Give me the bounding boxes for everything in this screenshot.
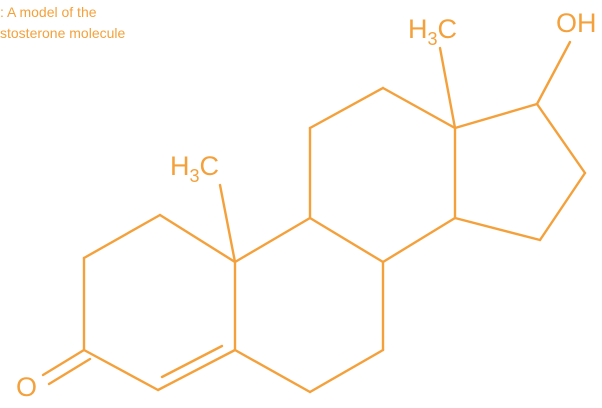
bond-c3: [381, 86, 457, 130]
bond-b5: [233, 348, 312, 394]
caption-line-1: : A model of the: [0, 4, 97, 20]
bond-c2: [308, 86, 385, 130]
bonds: [41, 40, 587, 394]
bond-d3: [538, 171, 587, 242]
bond-methyl-mid: [218, 183, 237, 264]
methyl-label-top: H3C: [408, 14, 457, 49]
bond-d4: [453, 216, 542, 242]
bond-a5: [82, 348, 160, 392]
bond-ketone-2: [47, 357, 92, 386]
bond-d1: [453, 102, 539, 130]
atom-labels: H3C OH H3C O: [16, 8, 597, 402]
bond-a4-double: [160, 344, 224, 379]
bond-b1: [233, 216, 312, 264]
bond-a2: [158, 213, 237, 264]
bond-b4: [308, 348, 385, 394]
bond-a1: [82, 213, 162, 260]
figure-caption: : A model of the stosterone molecule: [0, 2, 250, 44]
bond-a4: [156, 348, 237, 392]
caption-line-2: stosterone molecule: [0, 25, 126, 41]
bond-c5: [381, 216, 457, 264]
methyl-label-mid: H3C: [170, 151, 219, 186]
ketone-oxygen-label: O: [16, 372, 37, 402]
hydroxyl-label: OH: [556, 8, 597, 38]
bond-methyl-top: [438, 46, 457, 130]
bond-d2: [535, 102, 587, 175]
bond-b2: [308, 216, 385, 264]
bond-hydroxyl: [535, 40, 572, 106]
bond-ketone-1: [41, 348, 86, 377]
